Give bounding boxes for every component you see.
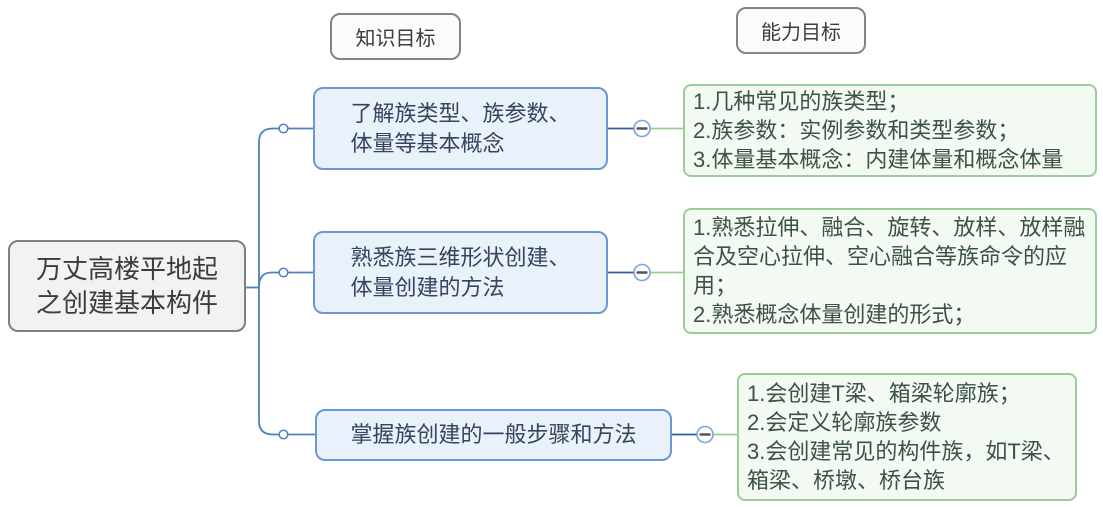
header-ability-label: 能力目标 [761,22,841,44]
detail-1-item-2: 2.族参数：实例参数和类型参数； [693,117,1020,143]
detail-2-item-2: 2.熟悉概念体量创建的形式； [693,302,976,328]
topic-node-2-text: 熟悉族三维形状创建、 体量创建的方法 [350,243,570,302]
header-ability-goal[interactable]: 能力目标 [736,7,866,54]
root-topic-line-1: 万丈高楼平地起 [35,253,218,284]
topic-node-3-text: 掌握族创建的一般步骤和方法 [350,420,636,450]
branch-point-icon-1 [278,123,289,134]
header-knowledge-goal[interactable]: 知识目标 [330,13,461,60]
branch-point-icon-2 [278,267,289,278]
detail-node-2[interactable]: 1.熟悉拉伸、融合、旋转、放样、放样融合及空心拉伸、空心融合等族命令的应用； 2… [683,208,1097,334]
topic-1-line-2: 体量等基本概念 [350,130,505,156]
detail-node-1[interactable]: 1.几种常见的族类型； 2.族参数：实例参数和类型参数； 3.体量基本概念：内建… [683,84,1097,177]
detail-node-3[interactable]: 1.会创建T梁、箱梁轮廓族； 2.会定义轮廓族参数 3.会创建常见的构件族，如T… [737,373,1077,501]
topic-2-line-2: 体量创建的方法 [350,274,505,300]
root-topic-line-2: 之创建基本构件 [35,288,218,318]
branch-curve-middle [258,271,279,288]
topic-3-line-1: 掌握族创建的一般步骤和方法 [350,422,637,448]
branch-point-icon-3 [278,429,289,440]
branch-curve-bottom [258,287,279,436]
detail-3-item-3: 3.会创建常见的构件族，如T梁、箱梁、桥墩、桥台族 [747,439,1065,494]
header-knowledge-label: 知识目标 [355,28,436,50]
root-topic-node[interactable]: 万丈高楼平地起 之创建基本构件 [8,240,246,332]
detail-1-item-3: 3.体量基本概念：内建体量和概念体量 [693,147,1064,173]
root-topic-text: 万丈高楼平地起 之创建基本构件 [36,252,218,321]
topic-2-line-1: 熟悉族三维形状创建、 [350,244,571,270]
topic-node-1[interactable]: 了解族类型、族参数、 体量等基本概念 [313,87,608,170]
detail-3-item-1: 1.会创建T梁、箱梁轮廓族； [747,380,1021,406]
collapse-button-2[interactable] [633,263,651,282]
detail-2-item-1: 1.熟悉拉伸、融合、旋转、放样、放样融合及空心拉伸、空心融合等族命令的应用； [693,214,1086,298]
topic-1-line-1: 了解族类型、族参数、 [350,100,571,126]
topic-node-2[interactable]: 熟悉族三维形状创建、 体量创建的方法 [313,231,608,314]
collapse-button-1[interactable] [633,119,651,138]
branch-curve-top [258,127,279,288]
topic-node-1-text: 了解族类型、族参数、 体量等基本概念 [350,99,570,158]
detail-1-item-1: 1.几种常见的族类型； [693,88,910,114]
collapse-button-3[interactable] [696,425,714,444]
topic-node-3[interactable]: 掌握族创建的一般步骤和方法 [315,409,672,461]
detail-3-item-2: 2.会定义轮廓族参数 [747,409,942,435]
